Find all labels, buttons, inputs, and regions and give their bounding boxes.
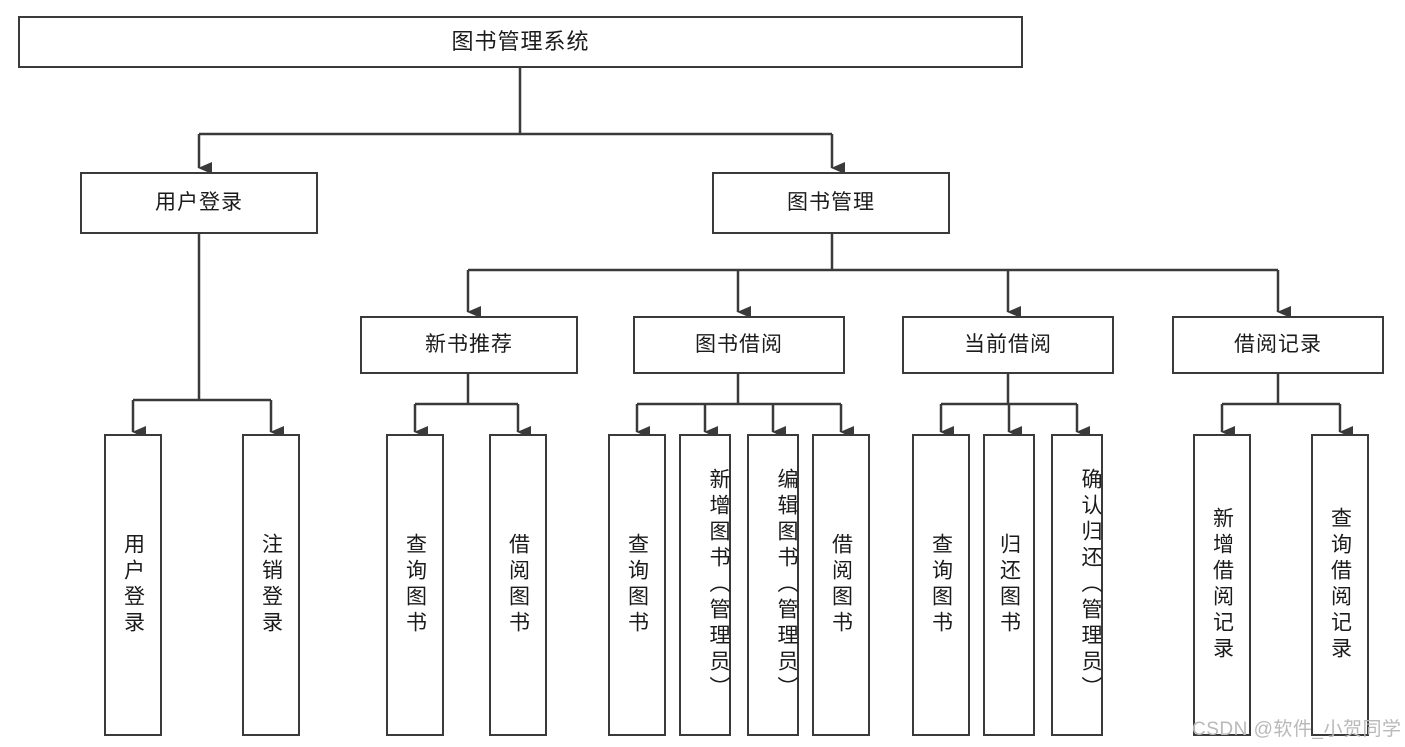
leaf-confirm-return[interactable]: 确认归还（管理员） [1051, 434, 1103, 736]
node-label: 借阅记录 [1234, 332, 1322, 356]
csdn-watermark: CSDN @软件_小贺同学 [1192, 719, 1402, 740]
node-label: 新增图书（管理员） [707, 468, 730, 702]
node-label: 图书管理 [787, 190, 875, 214]
node-label: 借阅图书 [506, 533, 530, 637]
node-label: 编辑图书（管理员） [775, 468, 798, 702]
leaf-borrow-book-2[interactable]: 借阅图书 [812, 434, 870, 736]
node-label: 查询图书 [403, 533, 427, 637]
node-label: 归还图书 [997, 533, 1021, 637]
node-label: 借阅图书 [829, 533, 853, 637]
node-label: 注销登录 [259, 533, 283, 637]
node-book-borrow[interactable]: 图书借阅 [633, 316, 845, 374]
node-label: 新书推荐 [425, 332, 513, 356]
leaf-user-logout[interactable]: 注销登录 [242, 434, 300, 736]
node-book-management[interactable]: 图书管理 [712, 172, 950, 234]
node-borrow-record[interactable]: 借阅记录 [1172, 316, 1384, 374]
node-user-login[interactable]: 用户登录 [80, 172, 318, 234]
node-label: 新增借阅记录 [1210, 507, 1234, 663]
node-label: 查询借阅记录 [1328, 507, 1352, 663]
node-current-borrow[interactable]: 当前借阅 [902, 316, 1114, 374]
leaf-query-book-2[interactable]: 查询图书 [608, 434, 666, 736]
leaf-query-book-1[interactable]: 查询图书 [386, 434, 444, 736]
leaf-add-record[interactable]: 新增借阅记录 [1193, 434, 1251, 736]
leaf-query-book-3[interactable]: 查询图书 [912, 434, 970, 736]
node-new-book-recommend[interactable]: 新书推荐 [360, 316, 578, 374]
node-label: 查询图书 [929, 533, 953, 637]
node-label: 确认归还（管理员） [1079, 468, 1102, 702]
node-label: 查询图书 [625, 533, 649, 637]
node-label: 图书管理系统 [451, 29, 590, 55]
leaf-return-book[interactable]: 归还图书 [983, 434, 1035, 736]
node-root-system[interactable]: 图书管理系统 [18, 16, 1023, 68]
leaf-edit-book[interactable]: 编辑图书（管理员） [747, 434, 799, 736]
leaf-borrow-book-1[interactable]: 借阅图书 [489, 434, 547, 736]
leaf-add-book[interactable]: 新增图书（管理员） [679, 434, 731, 736]
leaf-user-login[interactable]: 用户登录 [104, 434, 162, 736]
node-label: 用户登录 [121, 533, 145, 637]
node-label: 用户登录 [155, 190, 243, 214]
node-label: 当前借阅 [964, 332, 1052, 356]
node-label: 图书借阅 [695, 332, 783, 356]
leaf-query-record[interactable]: 查询借阅记录 [1311, 434, 1369, 736]
